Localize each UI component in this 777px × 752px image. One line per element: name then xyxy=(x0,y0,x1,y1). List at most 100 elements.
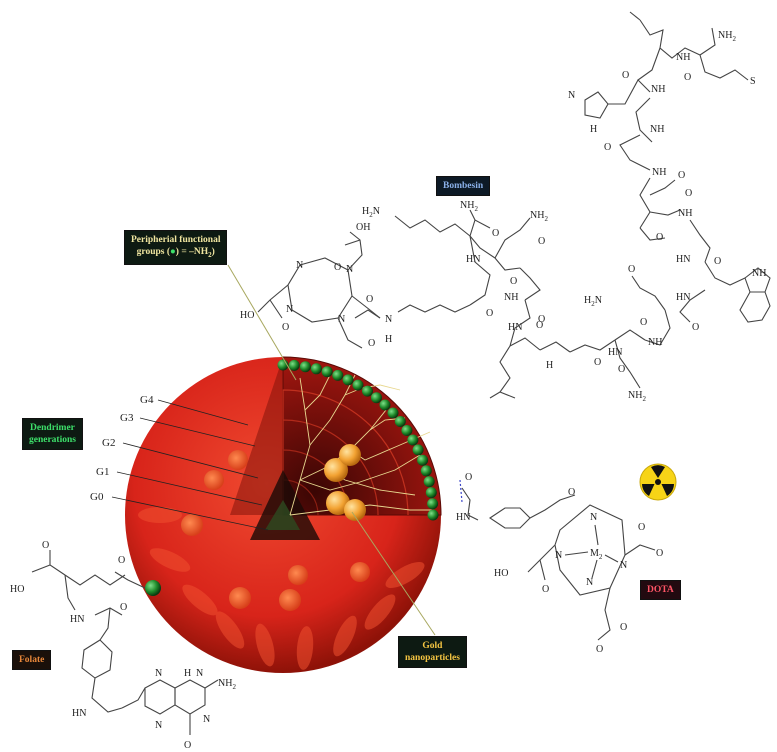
surface-particle xyxy=(288,565,308,585)
gold-nanoparticle xyxy=(344,499,366,521)
o-label: O xyxy=(368,338,375,349)
dota-chelator-upper: N N N N OH O HO O O xyxy=(240,222,381,349)
hn-label: HN xyxy=(676,254,690,265)
n-label: N xyxy=(203,714,210,725)
peripheral-bead xyxy=(371,392,382,404)
hn-label: HN xyxy=(72,708,86,719)
n-label: N xyxy=(568,90,575,101)
radiation-icon xyxy=(639,463,677,501)
nh-label: NH xyxy=(504,292,518,303)
nh-label: NH xyxy=(678,208,692,219)
o-label: O xyxy=(536,320,543,331)
peripheral-bead xyxy=(362,385,373,397)
gold-nanoparticles-label: Gold nanoparticles xyxy=(398,636,467,668)
oh-label: OH xyxy=(356,222,370,233)
peripheral-bead xyxy=(412,444,424,456)
o-label: O xyxy=(492,228,499,239)
o-label: O xyxy=(620,622,627,633)
surface-particle xyxy=(350,562,370,582)
peripheral-bead xyxy=(425,487,437,499)
o-label: O xyxy=(184,740,191,751)
gold-nanoparticles xyxy=(324,444,366,521)
surface-particle xyxy=(228,450,248,470)
o-label: O xyxy=(568,487,575,498)
dota-label: DOTA xyxy=(640,580,681,600)
peripheral-line1: Peripherial functional xyxy=(131,235,221,245)
dendrimer-sphere xyxy=(125,356,442,673)
generation-label-g3: G3 xyxy=(120,412,134,424)
s-label: S xyxy=(750,76,756,87)
peripheral-bead xyxy=(321,366,333,378)
hn-label: HN xyxy=(466,254,480,265)
nh-label: NH xyxy=(651,84,665,95)
peripheral-bead xyxy=(379,399,391,411)
peripheral-groups xyxy=(277,359,439,521)
ho-label: HO xyxy=(10,584,24,595)
generation-label-g4: G4 xyxy=(140,394,154,406)
peripheral-bead xyxy=(417,454,429,466)
nh2-label: NH2 xyxy=(460,200,478,213)
nh2-label: NH2 xyxy=(218,678,236,691)
o-label: O xyxy=(542,584,549,595)
folate-attach-bead xyxy=(145,580,161,596)
nh2-label: NH2 xyxy=(718,30,736,43)
h-label: H xyxy=(590,124,597,135)
n-label: N xyxy=(590,512,597,523)
hn-label: HN xyxy=(608,347,622,358)
bombesin-structure: NH2 S NH O NH O N H NH O NH O O NH O HN … xyxy=(354,11,771,403)
o-label: O xyxy=(486,308,493,319)
o-label: O xyxy=(684,72,691,83)
nh-label: NH xyxy=(752,268,766,279)
o-label: O xyxy=(596,644,603,655)
h2n-label: H2N xyxy=(584,295,602,308)
gold-leader xyxy=(351,511,436,636)
o-label: O xyxy=(594,357,601,368)
folate-label: Folate xyxy=(12,650,52,670)
peripheral-bead xyxy=(394,416,406,427)
gold-nanoparticle xyxy=(324,458,348,482)
o-label: O xyxy=(656,232,663,243)
o-label: O xyxy=(714,256,721,267)
peripheral-bead xyxy=(427,498,439,510)
o-label: O xyxy=(118,555,125,566)
o-label: O xyxy=(692,322,699,333)
dota-chelator-lower: O HN O N N N N M2 O O HO O O O xyxy=(456,472,663,655)
peripheral-bead xyxy=(299,361,311,373)
n-label: N xyxy=(338,314,345,325)
peripheral-bead xyxy=(423,476,435,488)
o-label: O xyxy=(618,364,625,375)
o-label: O xyxy=(282,322,289,333)
n-label: N xyxy=(196,668,203,679)
n-label: N xyxy=(620,560,627,571)
n-label: N xyxy=(346,264,353,275)
o-label: O xyxy=(334,262,341,273)
nh-label: NH xyxy=(648,337,662,348)
surface-particle xyxy=(181,514,203,536)
o-label: O xyxy=(120,602,127,613)
cutaway-wedge xyxy=(283,357,441,515)
o-label: O xyxy=(640,317,647,328)
peripheral-bead xyxy=(387,407,399,419)
h-label: H xyxy=(184,668,191,679)
n-label: N xyxy=(385,314,392,325)
h2n-label: H2N xyxy=(362,206,380,219)
o-label: O xyxy=(685,188,692,199)
peripheral-bead xyxy=(427,509,439,521)
n-label: N xyxy=(286,304,293,315)
surface-particle xyxy=(204,470,224,490)
nh2-label: NH2 xyxy=(628,390,646,403)
nh-label: NH xyxy=(650,124,664,135)
o-label: O xyxy=(622,70,629,81)
peripheral-line2: groups (●) = –NH2) xyxy=(136,247,215,259)
gold-nanoparticle xyxy=(326,491,350,515)
peripheral-bead xyxy=(352,379,364,391)
peripheral-bead xyxy=(342,374,354,386)
o-label: O xyxy=(465,472,472,483)
o-label: O xyxy=(510,276,517,287)
hn-label: HN xyxy=(70,614,84,625)
n-label: N xyxy=(155,668,162,679)
n-label: N xyxy=(296,260,303,271)
o-label: O xyxy=(538,314,545,325)
folate-structure: O O HO HN O HN N N H N NH2 N O xyxy=(10,540,236,751)
